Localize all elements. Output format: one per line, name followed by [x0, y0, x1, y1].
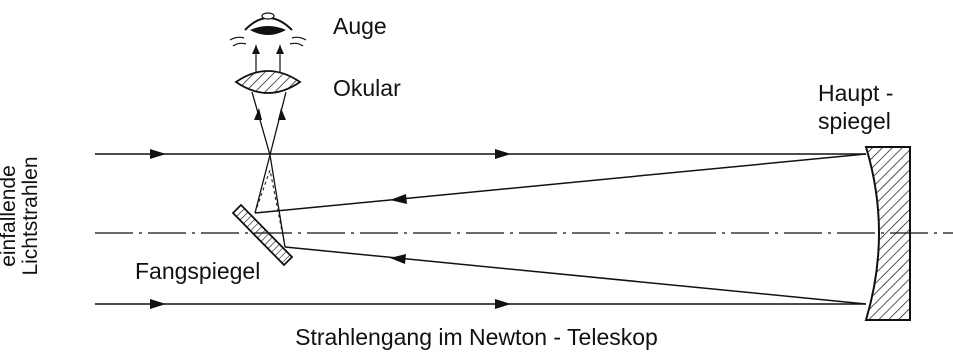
- arrow-left-icon: [390, 194, 407, 204]
- arrow-up-icon: [254, 108, 262, 120]
- incoming-rays-label-line2: Lichtstrahlen: [19, 156, 43, 276]
- arrow-right-icon: [495, 299, 511, 309]
- eye-rays: [252, 45, 284, 72]
- primary-mirror-label: Haupt - spiegel: [818, 79, 893, 135]
- arrow-up-icon: [252, 45, 260, 54]
- eyepiece-label: Okular: [333, 75, 401, 101]
- secondary-mirror: [231, 203, 294, 267]
- eye-icon: [229, 12, 307, 47]
- eyepiece-lens: [234, 70, 302, 94]
- reflected-ray-upper: [254, 153, 867, 214]
- primary-mirror-label-line1: Haupt -: [818, 80, 894, 106]
- incoming-rays-label-line1: einfallende: [0, 165, 20, 267]
- arrow-right-icon: [150, 299, 166, 309]
- primary-mirror: [864, 146, 911, 321]
- incoming-ray-lower: [95, 299, 866, 309]
- reflected-ray-lower: [284, 246, 867, 305]
- incoming-ray-upper: [95, 149, 866, 159]
- converging-rays: [251, 91, 287, 248]
- primary-mirror-label-line2: spiegel: [818, 108, 891, 135]
- arrow-up-icon: [278, 108, 286, 120]
- arrow-up-icon: [276, 45, 284, 54]
- arrow-right-icon: [150, 149, 166, 159]
- arrow-right-icon: [495, 149, 511, 159]
- arrow-left-icon: [390, 254, 406, 264]
- incoming-rays-label: einfallende Lichtstrahlen: [0, 121, 42, 311]
- secondary-mirror-label: Fangspiegel: [135, 258, 261, 284]
- eye-label: Auge: [333, 13, 387, 39]
- diagram-caption: Strahlengang im Newton - Teleskop: [295, 324, 658, 350]
